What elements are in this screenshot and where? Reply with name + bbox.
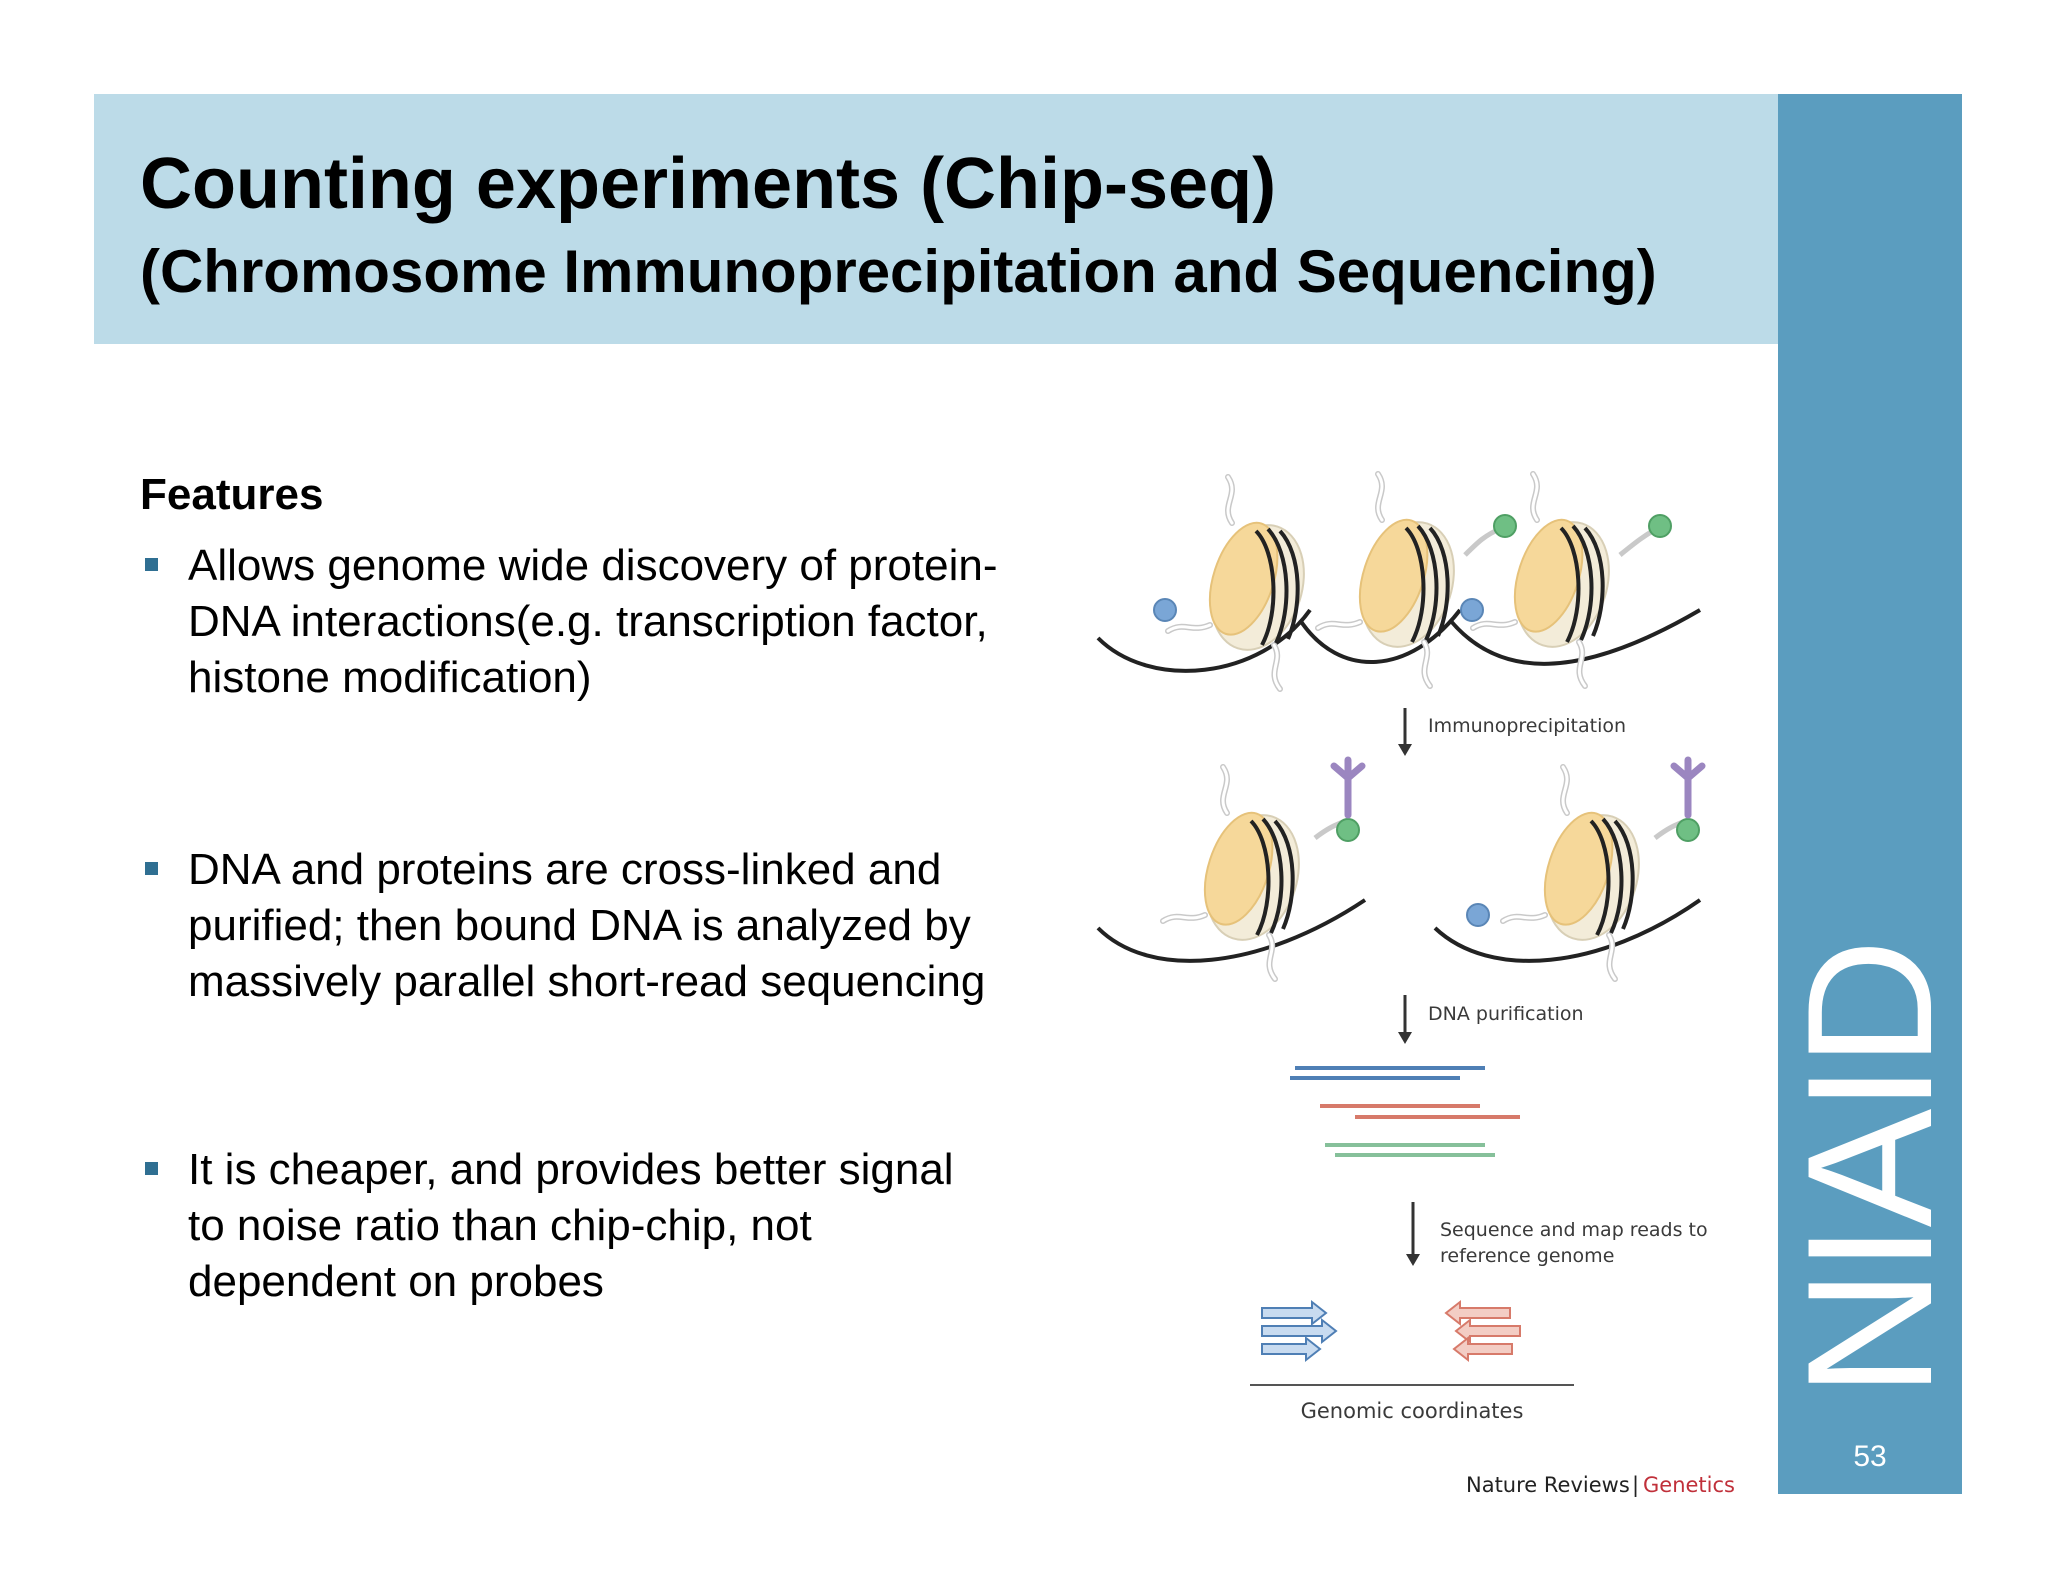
feature-bullet: Allows genome wide discovery of protein-… bbox=[140, 538, 1000, 706]
feature-text: Allows genome wide discovery of protein-… bbox=[188, 541, 998, 702]
dna-purification-label: DNA purification bbox=[1428, 1003, 1584, 1025]
credit-journal: Genetics bbox=[1643, 1473, 1735, 1497]
side-band bbox=[1778, 94, 1962, 1494]
niaid-logo-text: NIAID bbox=[1778, 942, 1962, 1398]
niaid-logo: NIAID bbox=[1778, 940, 1962, 1400]
feature-bullet: It is cheaper, and provides better signa… bbox=[140, 1142, 1000, 1310]
features-heading: Features bbox=[140, 470, 324, 519]
feature-text: It is cheaper, and provides better signa… bbox=[188, 1145, 954, 1306]
sequence-map-label-line2: reference genome bbox=[1440, 1245, 1614, 1267]
reverse-reads-icon bbox=[1444, 1299, 1521, 1363]
sequence-map-label-line1: Sequence and map reads to bbox=[1440, 1219, 1708, 1241]
immunoprecipitation-label: Immunoprecipitation bbox=[1428, 715, 1626, 737]
antibody-icon bbox=[1330, 756, 1366, 819]
chromatin-row-2 bbox=[1096, 756, 1706, 979]
credit-separator: | bbox=[1632, 1473, 1639, 1498]
sequencing-reads bbox=[1290, 1066, 1520, 1157]
title-bar bbox=[94, 94, 1778, 344]
slide-title: Counting experiments (Chip-seq) bbox=[140, 144, 1277, 224]
arrow-3 bbox=[1406, 1202, 1420, 1266]
credit-source: Nature Reviews bbox=[1466, 1473, 1630, 1497]
forward-reads-icon bbox=[1261, 1299, 1338, 1363]
arrow-2 bbox=[1398, 995, 1412, 1044]
square-bullet-icon bbox=[145, 1162, 158, 1175]
arrow-1 bbox=[1398, 708, 1412, 756]
square-bullet-icon bbox=[145, 862, 158, 875]
feature-text: DNA and proteins are cross-linked and pu… bbox=[188, 845, 986, 1006]
genomic-coordinates-label: Genomic coordinates bbox=[1301, 1399, 1524, 1423]
antibody-icon bbox=[1670, 756, 1706, 819]
square-bullet-icon bbox=[145, 558, 158, 571]
feature-bullet: DNA and proteins are cross-linked and pu… bbox=[140, 842, 1000, 1010]
page-number: 53 bbox=[1853, 1440, 1887, 1473]
chipseq-figure: Immunoprecipitation bbox=[1080, 460, 1760, 1500]
figure-credit: Nature Reviews | Genetics bbox=[1466, 1473, 1735, 1498]
slide-subtitle: (Chromosome Immunoprecipitation and Sequ… bbox=[140, 238, 1657, 305]
chromatin-row-1 bbox=[1096, 474, 1702, 689]
